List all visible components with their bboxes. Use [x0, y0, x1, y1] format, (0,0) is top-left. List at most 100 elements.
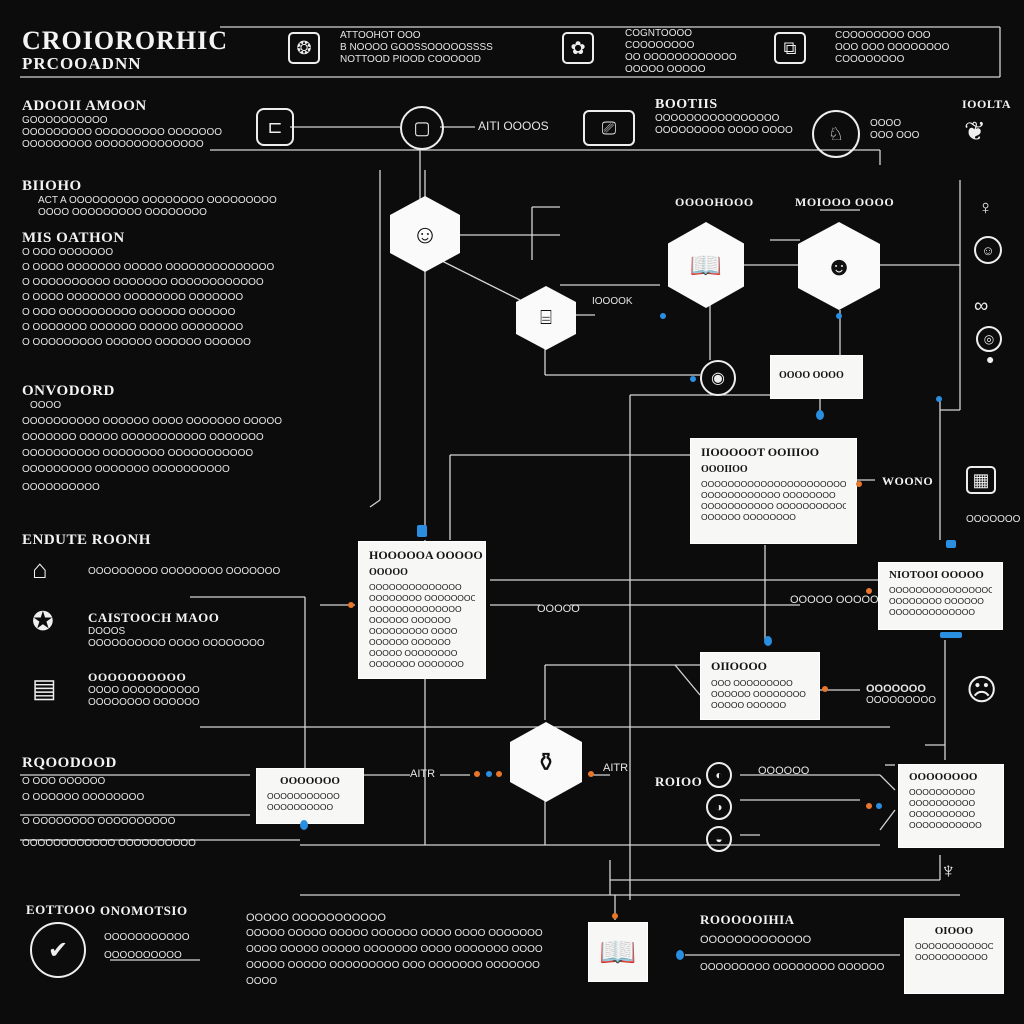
hex-node-book[interactable]: 📖	[668, 222, 744, 308]
node-label: MOIOOO OOOO	[795, 195, 895, 209]
face-icon: ☹	[966, 674, 998, 707]
connector-dot	[940, 632, 962, 638]
bottom-right-text: ROOOOOIHIA OOOOOOOOOOOOO OOOOOOOOO OOOOO…	[700, 912, 884, 974]
section-line: OOOOOOO	[866, 683, 926, 695]
section-line: OOOOOOOOO OOOOOOOOO OOOOOOO	[22, 127, 223, 138]
header-icon-1: ❂	[288, 32, 320, 64]
section-line: O OOOOOOO OOOOOO OOOOO OOOOOOOO	[22, 322, 244, 333]
card-line: OOOOOOOOOOOOO	[889, 607, 975, 617]
left-section-8: RQOODOOD O OOO OOOOOO O OOOOOO OOOOOOOO …	[22, 755, 196, 850]
header-block-3: COOOOOOOO OOO OOO OOO OOOOOOOO COOOOOOOO	[835, 30, 949, 66]
section-line: OOOOOOOOOO OOOO OOOOOOOO	[88, 638, 265, 649]
stick-figure-icon: ♆	[940, 858, 957, 883]
section-line: O OOO OOOOOO	[22, 776, 106, 787]
node-icon-monitor: ⎚	[583, 110, 635, 146]
card-right[interactable]: NIOTOOI OOOOO OOOOOOOOOOOOOOOO OOOOOOOO …	[878, 562, 1003, 630]
section-heading: BIIOHO	[22, 178, 82, 194]
section-line: OOOOOOOOOOOO OOOOOOOOOO	[22, 838, 196, 849]
card-mid[interactable]: OIIOOOO OOO OOOOOOOOO OOOOOO OOOOOOOO OO…	[700, 652, 820, 720]
card-line: OOOOOOOO OOOOOO	[889, 596, 984, 606]
card-title: OIOOO	[934, 925, 974, 937]
desk-icon: ⌸	[540, 307, 552, 329]
robot-icon: ☺	[411, 219, 439, 249]
node-label: OOOOO OOOOO	[790, 594, 879, 606]
card-lowright[interactable]: OOOOOOOO OOOOOOOOOO OOOOOOOOOO OOOOOOOOO…	[898, 764, 1004, 848]
card-center[interactable]: IIOOOOOT OOIIIOO OOOIIOO OOOOOOOOOOOOOOO…	[690, 438, 857, 544]
card-line: OOOOO OOOOOOOO	[369, 648, 458, 658]
card-title: OIIOOOO	[711, 659, 768, 673]
section-heading: ROOOOOIHIA	[700, 912, 795, 927]
section-line: GOOOOOOOOOO	[22, 115, 108, 126]
node-icon-owl: ♘	[812, 110, 860, 158]
card-line: OOOOOOOOOOO	[267, 791, 340, 801]
right-top-text: OOOO OOO OOO	[870, 118, 919, 142]
section-line: OOOO	[870, 118, 902, 129]
section-line: O OOO OOOOOOOOOO OOOOOO OOOOOO	[22, 307, 236, 318]
header-block-1: ATTOOHOT OOO B NOOOO GOOSSOOOOOSSSS NOTT…	[340, 30, 493, 66]
left-section-2: BIIOHO ACT A OOOOOOOOO OOOOOOOO OOOOOOOO…	[22, 178, 277, 219]
left-section-5: ENDUTE ROONH	[22, 532, 151, 549]
card-line: OOOOOOOOOOOOOOOO	[889, 585, 992, 595]
section-line: OOOOOOOOOOO	[104, 932, 190, 943]
hex-node-brain-2[interactable]: ☻	[798, 222, 880, 310]
header-line: OO OOOOOOOOOOOO	[625, 52, 737, 63]
section-line: O OOOOOOOOO OOOOOO OOOOOO OOOOOO	[22, 337, 251, 348]
card-title: HOOOOOA OOOOO	[369, 548, 483, 562]
diagram-subtitle: PRCOOADNN	[22, 54, 142, 73]
section-line: OOOOOOOOO OOOOOOOOOOOOOO	[22, 139, 204, 150]
connector-dot	[676, 950, 684, 960]
left-section-1: ADOOII AMOON GOOOOOOOOOO OOOOOOOOO OOOOO…	[22, 98, 222, 151]
bootis-block: BOOTIIS OOOOOOOOOOOOOOOO OOOOOOOOO OOOO …	[655, 97, 793, 137]
section-line: OOOOOOOOO OOOO OOOO	[655, 125, 793, 136]
node-label: IOOOOK	[592, 296, 633, 307]
header-line: ATTOOHOT OOO	[340, 30, 421, 41]
section-line: OOOOO OOOOOOOOOOO	[246, 912, 386, 924]
header-line: COOOOOOOO	[835, 54, 905, 65]
card-line: OOOOOOOO OOOOOOOOO	[369, 593, 475, 603]
connector-dot	[660, 313, 666, 319]
card-lowleft[interactable]: OOOOOOO OOOOOOOOOOO OOOOOOOOOO	[256, 768, 364, 824]
section-line: DOOOS	[88, 626, 126, 637]
section-line: O OOOO OOOOOOO OOOOO OOOOOOOOOOOOOO	[22, 262, 275, 273]
connector-dot	[764, 636, 772, 646]
card-book-icon[interactable]: 📖	[588, 922, 648, 982]
section-heading: EOTTOOO	[26, 902, 96, 917]
section-line: OOOOOOOOO	[866, 695, 937, 706]
section-line: O OOO OOOOOOO	[22, 247, 114, 258]
section-line: OOOOOOOOOOOOO	[700, 934, 812, 946]
node-icon-tablet: ▢	[400, 106, 444, 150]
node-icon-ring: ◎	[976, 326, 1002, 352]
section-heading: ONOMOTSIO	[100, 903, 188, 918]
card-line: OOOOOOOOO OOOO	[369, 626, 458, 636]
node-label: AITR	[603, 762, 629, 774]
person-icon: ♀	[978, 197, 993, 219]
card-line: OOOOOOOOOOOO OOOOOOOO	[701, 490, 836, 500]
section-line: OOOO OOOOOOOOOO	[88, 685, 200, 696]
card-subtitle: OOOOO	[369, 567, 408, 578]
gear-icon: ✪	[32, 606, 54, 636]
header-line: COOOOOOOO	[625, 40, 695, 51]
left-section-9-text: OOOOOOOOOOO OOOOOOOOOO	[104, 932, 190, 962]
card-bottom[interactable]: OIOOO OOOOOOOOOOOO OOOOOOOOOOO	[904, 918, 1004, 994]
card-small-top[interactable]: OOOO OOOO	[770, 355, 863, 399]
header-line: NOTTOOD PIOOD COOOOOD	[340, 54, 481, 65]
header-line: OOO OOO OOOOOOOO	[835, 42, 950, 53]
connector-dot	[486, 771, 492, 777]
node-label: OOOOOOO	[966, 514, 1021, 525]
jar-icon: ⚱	[535, 747, 557, 777]
node-label: ROIOO	[655, 774, 703, 789]
connector-dot	[588, 771, 594, 777]
header-line: COOOOOOOO OOO	[835, 30, 931, 41]
card-left[interactable]: HOOOOOA OOOOO OOOOO OOOOOOOOOOOOOO OOOOO…	[358, 541, 486, 679]
card-title: OOOOOOOO	[909, 771, 978, 783]
card-line: OOOOOOOOOOOO	[915, 941, 993, 951]
section-heading: BOOTIIS	[655, 97, 718, 112]
node-icon-c: ◒	[706, 826, 732, 852]
left-section-7: OOOOOOOOOO OOOO OOOOOOOOOO OOOOOOOO OOOO…	[88, 670, 200, 709]
node-icon-gateway: ⊏	[256, 108, 294, 146]
card-line: OOOOOOO OOOOOOO	[369, 659, 464, 669]
node-label: AITI OOOOS	[478, 119, 549, 133]
book-icon: 📖	[689, 250, 723, 280]
node-label: WOONO	[882, 474, 934, 488]
card-line: OOOOOO OOOOOOOO	[701, 512, 796, 522]
